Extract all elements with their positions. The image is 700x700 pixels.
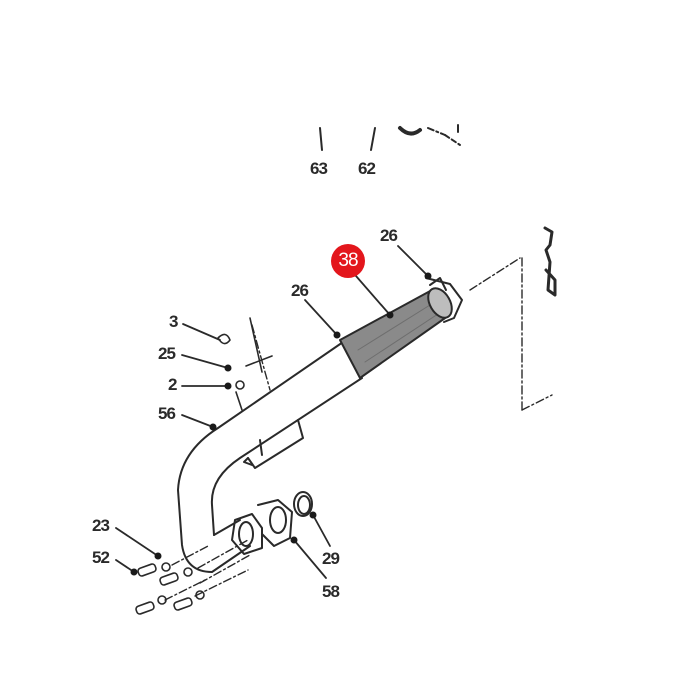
callout-29: 29 (322, 549, 340, 568)
callout-23: 23 (92, 516, 110, 535)
callout-58: 58 (322, 582, 340, 601)
exhaust-pipe (177, 339, 363, 573)
right-bracket (543, 226, 557, 297)
callout-38-highlighted[interactable]: 38 (331, 244, 365, 278)
callout-26-upper: 26 (380, 226, 398, 245)
centerlines (164, 257, 553, 601)
callout-62: 62 (358, 159, 376, 178)
callout-25: 25 (158, 344, 176, 363)
callout-56: 56 (158, 404, 176, 423)
callout-63: 63 (310, 159, 328, 178)
clamp-hardware (217, 317, 273, 411)
callout-3: 3 (169, 312, 179, 331)
callout-26-lower: 26 (291, 281, 309, 300)
callout-2: 2 (168, 375, 178, 394)
leader-lines (115, 245, 429, 579)
leader-dots (130, 272, 432, 576)
callout-52: 52 (92, 548, 110, 567)
bolts-washers (135, 562, 205, 615)
muffler-38 (339, 277, 463, 379)
top-partial-parts (319, 124, 461, 151)
flange-gasket (231, 491, 313, 555)
